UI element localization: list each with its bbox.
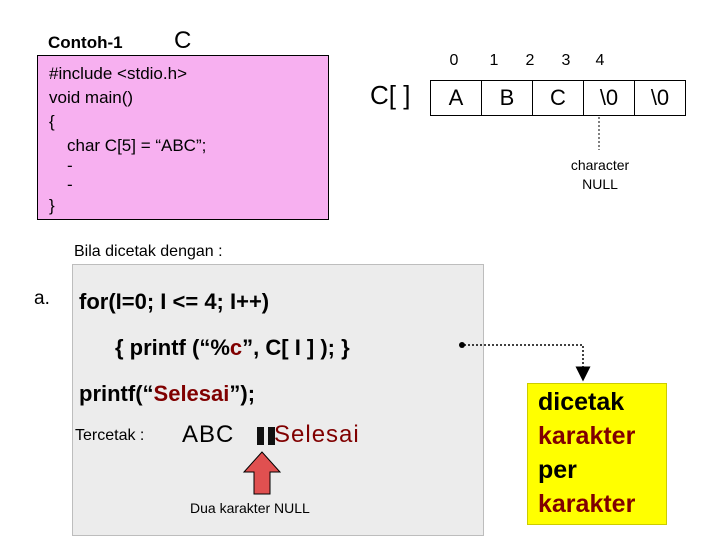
null-note-line-1: character	[570, 157, 630, 173]
array-cell-0: A	[430, 80, 482, 116]
callout-line-1: dicetak	[538, 388, 625, 416]
callout-line-2: karakter	[538, 422, 636, 450]
loop-body: { printf (“%c”, C[ I ] ); }	[115, 335, 350, 361]
item-label: a.	[34, 288, 50, 309]
code-line-ellipsis-2: -	[67, 175, 73, 194]
printf-statement: printf(“Selesai”);	[79, 381, 255, 407]
array-index-3: 3	[561, 52, 571, 69]
null-char-block-2	[268, 427, 275, 445]
printf-pre: printf(“	[79, 381, 154, 406]
loop-header: for(I=0; I <= 4; I++)	[79, 289, 270, 314]
output-label: Tercetak :	[75, 427, 145, 444]
print-intro: Bila dicetak dengan :	[74, 243, 223, 260]
null-char-block-1	[257, 427, 264, 445]
array-cell-3: \0	[583, 80, 635, 116]
up-arrow-icon	[242, 451, 282, 495]
loop-code-box: for(I=0; I <= 4; I++) { printf (“%c”, C[…	[72, 264, 484, 536]
code-line-open-brace: {	[49, 112, 55, 131]
loop-body-pre: { printf (“%	[115, 335, 230, 360]
array-cell-1: B	[481, 80, 533, 116]
printf-post: ”);	[229, 381, 256, 406]
array-cell-2: C	[532, 80, 584, 116]
code-line-ellipsis-1: -	[67, 156, 73, 175]
printf-string: Selesai	[153, 381, 230, 406]
callout-line-4: karakter	[538, 490, 636, 518]
callout-line-3: per	[538, 456, 577, 484]
format-specifier: c	[229, 335, 243, 360]
null-count-note: Dua karakter NULL	[190, 500, 310, 516]
array-cell-4: \0	[634, 80, 686, 116]
code-line-include: #include <stdio.h>	[49, 64, 187, 83]
code-line-close-brace: }	[49, 196, 55, 215]
array-index-2: 2	[525, 52, 535, 69]
array-index-4: 4	[595, 52, 605, 69]
loop-body-post: ”, C[ I ] ); }	[242, 335, 350, 360]
null-note-line-2: NULL	[582, 176, 618, 192]
output-selesai: Selesai	[274, 421, 360, 448]
null-character-note: character NULL	[560, 156, 640, 194]
code-box: #include <stdio.h> void main() { char C[…	[37, 55, 329, 220]
callout-arrow	[464, 344, 591, 382]
array-index-0: 0	[449, 52, 459, 69]
language-label: C	[174, 27, 192, 54]
connector-dot	[459, 342, 465, 348]
array-index-1: 1	[489, 52, 499, 69]
callout-box: dicetak karakter per karakter	[527, 383, 667, 525]
code-line-main: void main()	[49, 88, 134, 107]
example-title: Contoh-1	[48, 33, 123, 52]
code-line-declaration: char C[5] = “ABC”;	[67, 136, 207, 155]
array-label: C[ ]	[370, 80, 411, 110]
output-abc: ABC	[182, 421, 235, 448]
